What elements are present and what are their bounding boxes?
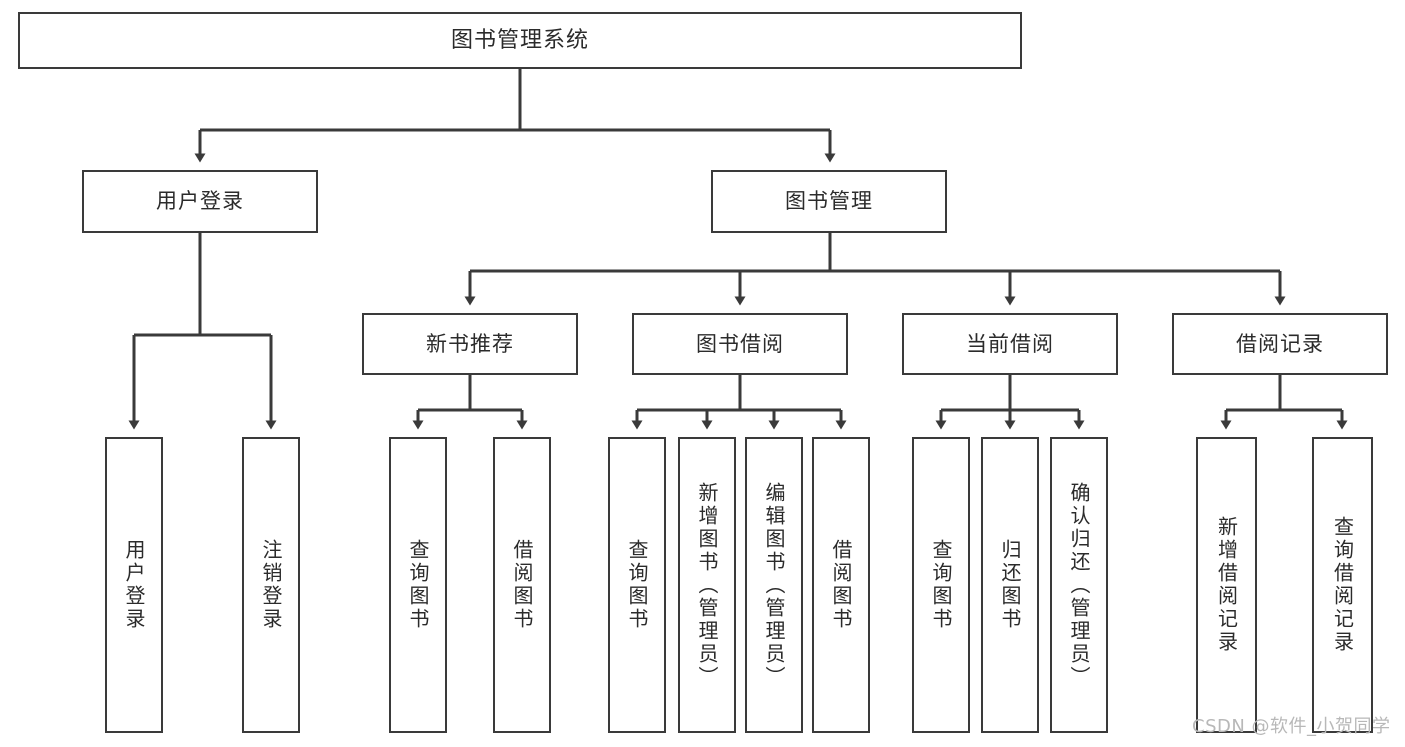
node-label: 编辑图书（管理员） — [762, 481, 786, 689]
node-label: 图书管理 — [785, 189, 873, 214]
node-label: 归还图书 — [998, 539, 1022, 631]
node-leaf-confirm-return[interactable]: 确认归还（管理员） — [1050, 437, 1108, 733]
node-leaf-query-book-3[interactable]: 查询图书 — [912, 437, 970, 733]
node-label: 查询图书 — [929, 539, 953, 631]
node-new-book-recommend[interactable]: 新书推荐 — [362, 313, 578, 375]
node-leaf-query-book-1[interactable]: 查询图书 — [389, 437, 447, 733]
node-label: 查询图书 — [406, 539, 430, 631]
node-book-management[interactable]: 图书管理 — [711, 170, 947, 233]
node-user-login[interactable]: 用户登录 — [82, 170, 318, 233]
node-leaf-logout-login[interactable]: 注销登录 — [242, 437, 300, 733]
node-label: 新书推荐 — [426, 331, 514, 356]
csdn-watermark: CSDN @软件_小贺同学 — [1192, 716, 1391, 737]
node-root-system[interactable]: 图书管理系统 — [18, 12, 1022, 69]
node-label: 确认归还（管理员） — [1067, 481, 1091, 689]
node-label: 用户登录 — [122, 539, 146, 631]
node-current-borrow[interactable]: 当前借阅 — [902, 313, 1118, 375]
node-label: 借阅图书 — [829, 539, 853, 631]
node-label: 查询借阅记录 — [1330, 516, 1355, 654]
node-leaf-return-book[interactable]: 归还图书 — [981, 437, 1039, 733]
node-leaf-query-record[interactable]: 查询借阅记录 — [1312, 437, 1373, 733]
node-leaf-edit-book[interactable]: 编辑图书（管理员） — [745, 437, 803, 733]
node-label: 新增图书（管理员） — [695, 481, 719, 689]
node-leaf-add-book[interactable]: 新增图书（管理员） — [678, 437, 736, 733]
node-book-borrow[interactable]: 图书借阅 — [632, 313, 848, 375]
node-label: 用户登录 — [156, 189, 244, 214]
node-label: 借阅图书 — [510, 539, 534, 631]
node-leaf-query-book-2[interactable]: 查询图书 — [608, 437, 666, 733]
node-label: 新增借阅记录 — [1214, 516, 1239, 654]
node-leaf-borrow-book-2[interactable]: 借阅图书 — [812, 437, 870, 733]
node-label: 查询图书 — [625, 539, 649, 631]
node-label: 注销登录 — [259, 539, 283, 631]
node-label: 借阅记录 — [1236, 331, 1324, 356]
node-leaf-user-login[interactable]: 用户登录 — [105, 437, 163, 733]
node-leaf-add-record[interactable]: 新增借阅记录 — [1196, 437, 1257, 733]
node-label: 当前借阅 — [966, 331, 1054, 356]
node-leaf-borrow-book-1[interactable]: 借阅图书 — [493, 437, 551, 733]
node-label: 图书借阅 — [696, 331, 784, 356]
node-borrow-record[interactable]: 借阅记录 — [1172, 313, 1388, 375]
node-label: 图书管理系统 — [450, 27, 589, 53]
